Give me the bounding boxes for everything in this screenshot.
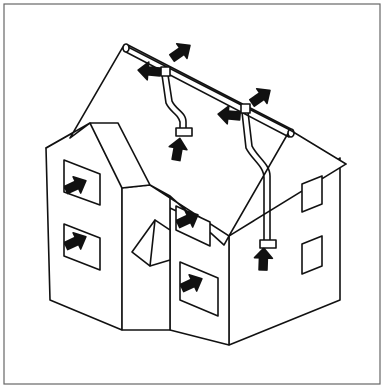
ridge-end-left <box>122 43 130 53</box>
roof-ridge-lower <box>123 50 290 138</box>
porch-canopy-edge <box>149 219 156 267</box>
duct-left-pipe-a <box>161 74 181 129</box>
duct-right-base <box>259 239 277 249</box>
duct-right-pipe-a <box>241 111 265 241</box>
duct-right-pipe-b <box>247 111 271 241</box>
duct-left-vent <box>160 66 171 77</box>
duct-right-vent <box>240 103 251 114</box>
roof-ridge <box>127 44 294 131</box>
ventilation-duct-right <box>240 103 277 249</box>
duct-left-base <box>175 127 193 137</box>
ventilation-duct-left <box>160 66 193 137</box>
window-right-upper <box>301 175 323 213</box>
eave-right <box>289 129 347 165</box>
window-right-lower <box>301 235 323 275</box>
eave-left <box>45 122 91 149</box>
arrow-left-vent-up <box>166 37 196 67</box>
arrow-right-vent-up <box>246 82 276 112</box>
house-illustration <box>45 43 347 346</box>
porch-canopy <box>131 219 171 267</box>
duct-left-pipe-b <box>167 74 187 129</box>
figure-border <box>3 3 381 385</box>
